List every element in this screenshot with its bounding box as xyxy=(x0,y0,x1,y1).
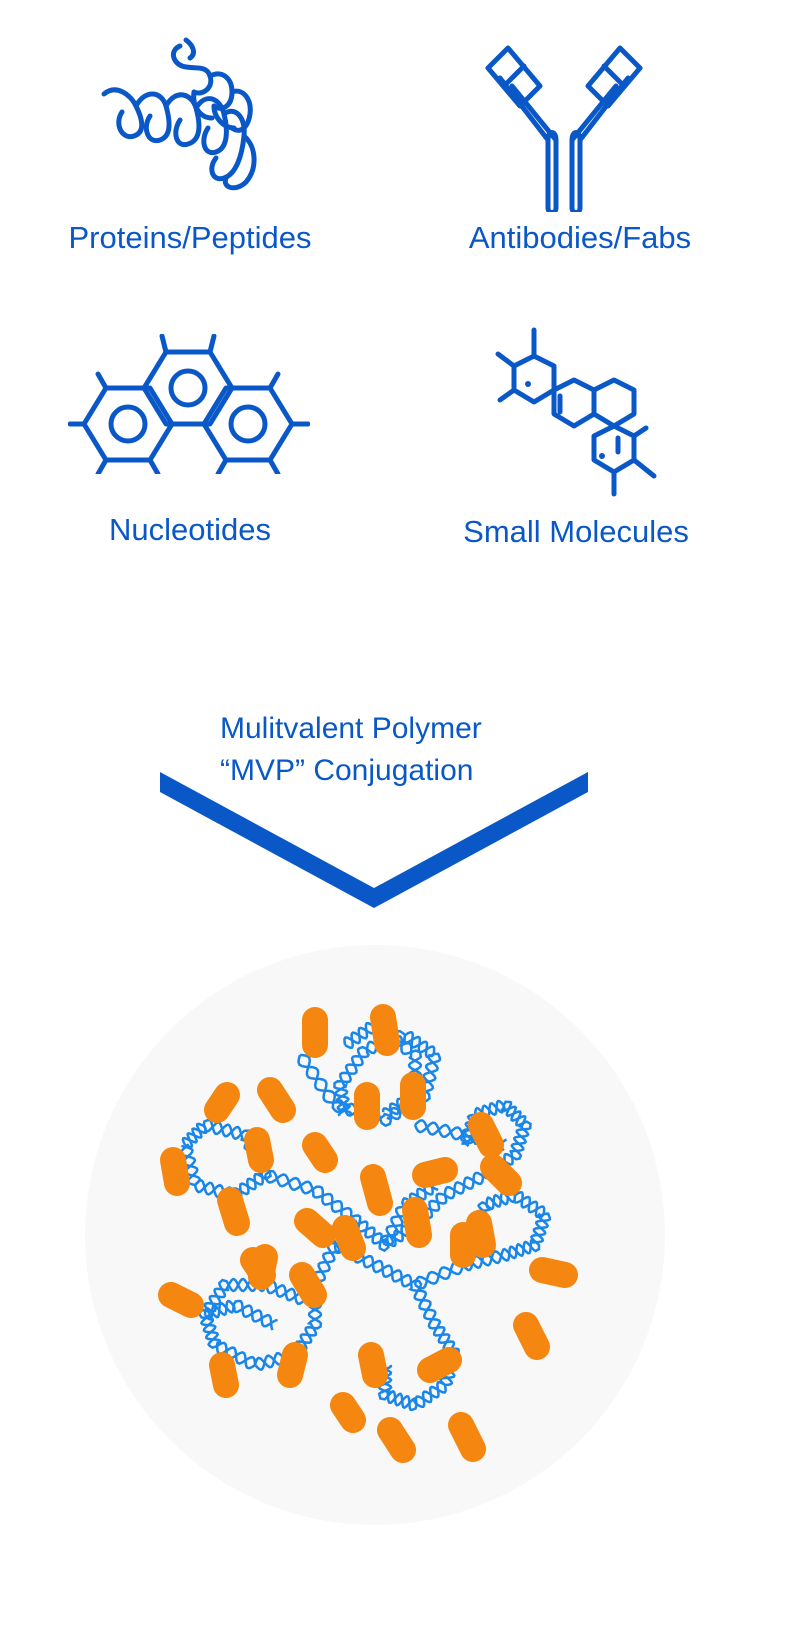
polymer-strand xyxy=(179,1118,273,1200)
polymer-conjugate-icon xyxy=(85,945,665,1525)
payload-rod xyxy=(244,1127,274,1173)
payload-rod xyxy=(302,1132,338,1173)
nucleotide-rings-icon xyxy=(68,334,310,474)
antibodies-fabs-label: Antibodies/Fabs xyxy=(468,220,692,255)
payload-rod xyxy=(257,1077,296,1123)
small-molecules-label: Small Molecules xyxy=(463,514,689,549)
payload-rod xyxy=(217,1187,250,1236)
antibody-icon xyxy=(485,45,643,212)
payload-rod xyxy=(209,1352,239,1398)
polymer-strand xyxy=(299,1029,440,1124)
payload-rod xyxy=(158,1282,204,1318)
payload-rod xyxy=(513,1312,550,1360)
payload-rod xyxy=(468,1112,504,1158)
payload-rod xyxy=(332,1215,366,1261)
small-molecule-icon xyxy=(495,327,657,497)
payload-rod xyxy=(529,1257,578,1288)
polymer-strand xyxy=(203,1299,278,1328)
payload-rod xyxy=(360,1164,393,1216)
process-title: Mulitvalent Polymer “MVP” Conjugation xyxy=(220,708,482,792)
payload-rod xyxy=(289,1262,327,1308)
process-title-line1: Mulitvalent Polymer xyxy=(220,712,482,745)
payload-rod xyxy=(330,1392,366,1433)
payload-rod xyxy=(412,1157,458,1188)
polymer-strand xyxy=(199,1219,359,1371)
polymer-strand xyxy=(263,1099,530,1253)
payload-rod xyxy=(377,1417,416,1463)
payload-rod xyxy=(204,1082,240,1123)
payload-rod xyxy=(370,1004,400,1056)
polymer-strand xyxy=(380,1180,434,1246)
payload-rod xyxy=(417,1347,462,1383)
payload-rod xyxy=(294,1208,336,1248)
process-title-line2: “MVP” Conjugation xyxy=(220,754,474,787)
protein-helix-icon xyxy=(101,37,257,191)
payload-rod xyxy=(466,1210,496,1258)
payload-rod xyxy=(402,1197,432,1248)
payload-rod xyxy=(160,1147,190,1196)
proteins-peptides-label: Proteins/Peptides xyxy=(68,220,312,255)
payload-rod xyxy=(277,1342,308,1388)
chevron-down-icon xyxy=(160,772,588,908)
payload-rod xyxy=(358,1342,388,1388)
payload-rod xyxy=(248,1244,278,1290)
payload-rod xyxy=(480,1154,522,1196)
nucleotides-label: Nucleotides xyxy=(109,512,271,547)
payload-rod xyxy=(448,1412,486,1462)
polymer-strand xyxy=(414,1191,552,1290)
